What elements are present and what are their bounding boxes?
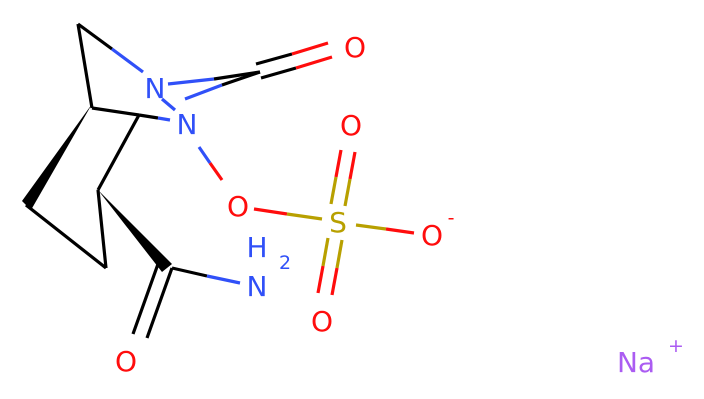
carbon-bonds [25, 23, 174, 339]
atom-n-ring: N [177, 108, 198, 141]
bond-co-top-2-red [295, 55, 333, 70]
atom-o-s-minus: O [421, 219, 443, 252]
atom-na-charge: + [668, 335, 684, 357]
bond-s-o-up-1-yellow [329, 176, 338, 205]
bond-s-o-down-1-red [316, 265, 325, 294]
atom-na: Na [617, 346, 655, 379]
bond-co-top-2-black [260, 66, 297, 80]
bond-s-o-up-2-red [348, 151, 357, 180]
atom-nh2-n: N [247, 270, 268, 303]
n-o-s-bonds [197, 146, 323, 221]
atom-o-s-up: O [340, 109, 362, 142]
bond-ring-n-black [138, 113, 159, 120]
atom-labels: N N O O S O O O - H 2 N O Na + [115, 31, 684, 379]
bond-amide-c-o2 [131, 263, 160, 335]
bond-amide-c-n-blue [206, 274, 241, 285]
bond-s-o-up-1-red [334, 149, 343, 178]
bond-bridgehead-ch2 [91, 106, 140, 117]
bond-ring-n-blue [157, 116, 171, 122]
atom-o-link: O [227, 190, 249, 223]
bond-s-o-up-2-yellow [343, 178, 352, 207]
bond-nbridge-co-black [213, 70, 261, 81]
bond-n-o-blue [197, 146, 212, 164]
bond-ch2-top [76, 23, 94, 109]
bond-n-co-blue [184, 83, 223, 101]
bond-amide-c-n-black [171, 266, 208, 278]
atom-o-amide: O [115, 345, 137, 378]
bond-s-o-down-2-yellow [335, 239, 344, 269]
carbonyl-bonds [255, 41, 333, 80]
bond-ring-c2 [96, 189, 108, 269]
atom-o-s-down: O [311, 305, 333, 338]
bond-nbridge-co-blue [167, 77, 215, 86]
bond-ring-c1 [25, 203, 107, 270]
atom-o-carbonyl-top: O [344, 31, 366, 64]
bond-s-o-down-1-yellow [321, 237, 330, 267]
atom-nh2-h: H [246, 231, 267, 264]
atom-n-bridge: N [145, 72, 166, 105]
bond-co-top-1-black [255, 52, 293, 66]
bond-s-ominus-yellow [355, 223, 387, 231]
nitrogen-bonds [77, 22, 261, 285]
bond-s-o-down-2-red [330, 267, 339, 296]
bond-amide-c-o1 [145, 267, 174, 339]
sulfonate-bonds [316, 149, 415, 296]
bond-n-n [160, 97, 177, 112]
bond-o-s-yellow [286, 212, 323, 221]
bond-ch2-n-blue [111, 47, 144, 74]
wedge-bond-bridgehead [22, 104, 92, 210]
wedge-bond-amide [98, 190, 172, 272]
atom-o-s-minus-charge: - [448, 207, 455, 229]
atom-s: S [329, 206, 347, 239]
bond-ch2-c [96, 114, 141, 191]
bond-co-top-1-red [291, 41, 329, 56]
atom-nh2-h-sub: 2 [279, 252, 291, 274]
bond-n-o-red [208, 162, 224, 181]
bond-s-ominus-red [385, 227, 415, 235]
bond-ch2-n-black [77, 22, 113, 51]
bond-o-s-red [253, 207, 288, 216]
